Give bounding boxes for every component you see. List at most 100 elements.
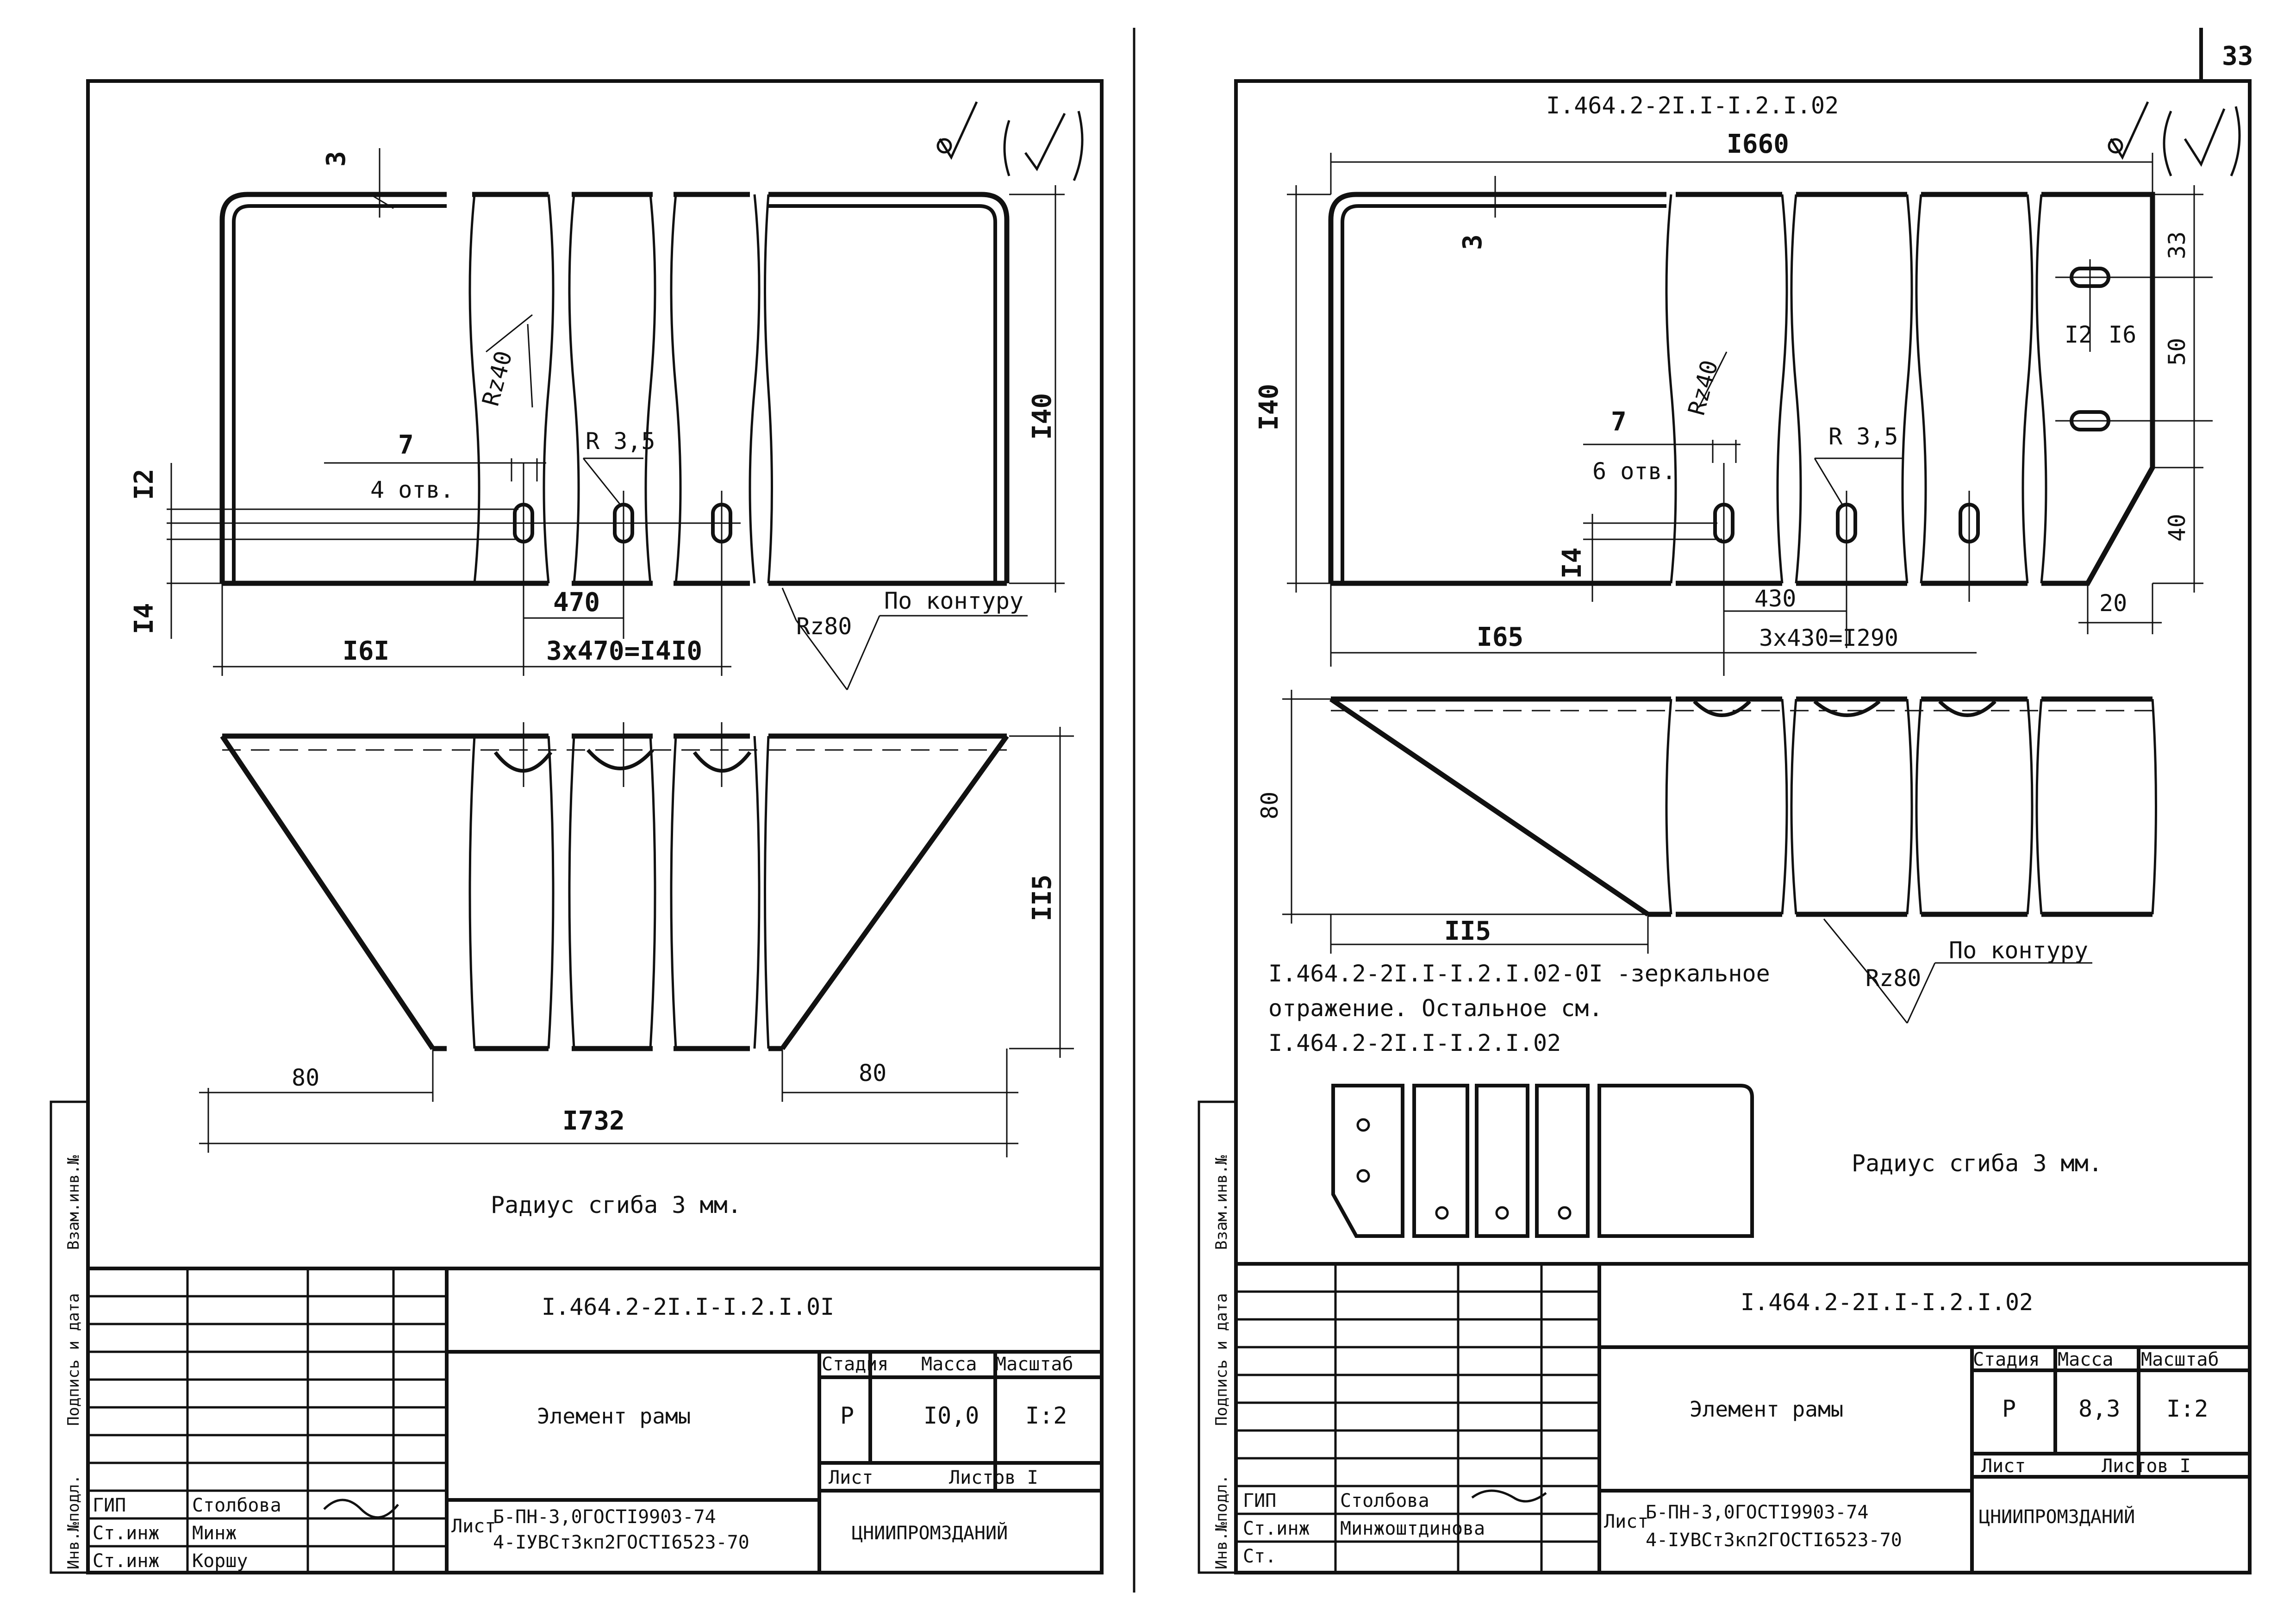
holes-count-right: 6 отв. xyxy=(1592,458,1676,485)
dim-pitch: 3х470=I4I0 xyxy=(546,636,702,666)
mirror-note-2: отражение. Остальное см. xyxy=(1268,995,1603,1022)
material-line-1-right: Б-ПН-3,0ГОСТI9903-74 xyxy=(1646,1502,1869,1523)
signature-scribble xyxy=(1471,1489,1547,1503)
bend-note: Радиус сгиба 3 мм. xyxy=(491,1192,742,1218)
material-line-2: 4-IУВСт3кп2ГОСТI6523-70 xyxy=(493,1532,749,1553)
dim-14: I4 xyxy=(129,603,159,634)
stamp-inv-right: Инв.№подл. xyxy=(1212,1474,1231,1569)
dim-80-right-elev: 80 xyxy=(1256,792,1283,819)
dim-80-right: 80 xyxy=(859,1060,886,1087)
designation-right: I.464.2-2I.I-I.2.I.02 xyxy=(1741,1289,2033,1316)
sheets-label-right: Листов I xyxy=(2102,1455,2191,1477)
person-1: Столбова xyxy=(192,1495,281,1516)
stage-value: Р xyxy=(840,1402,854,1429)
dim-height: I40 xyxy=(1027,393,1057,440)
mirror-thumbnail xyxy=(1331,1084,1754,1238)
sheets-label: Листов I xyxy=(949,1467,1038,1488)
code-top: I.464.2-2I.I-I.2.I.02 xyxy=(1546,92,1839,119)
dim-hole-diameter: 7 xyxy=(398,430,414,460)
person-1-right: Столбова xyxy=(1340,1490,1429,1512)
role-2-right: Ст.инж xyxy=(1243,1518,1310,1539)
person-2-right: Минжоштдинова xyxy=(1340,1518,1485,1539)
mirror-note-1: I.464.2-2I.I-I.2.I.02-0I -зеркальное xyxy=(1268,960,1770,987)
dim-165-right: I65 xyxy=(1477,622,1523,652)
role-2: Ст.инж xyxy=(93,1523,160,1544)
material-prefix: Лист xyxy=(451,1516,496,1537)
left-frame xyxy=(86,79,1104,1574)
radius-label-right: R 3,5 xyxy=(1828,423,1898,450)
mirror-note-3: I.464.2-2I.I-I.2.I.02 xyxy=(1268,1030,1561,1056)
dim-115: II5 xyxy=(1027,874,1057,921)
dim-115-right: II5 xyxy=(1444,916,1491,946)
left-title-block xyxy=(88,1267,1102,1573)
dim-total-right: I660 xyxy=(1727,129,1789,159)
dim-33-right: 33 xyxy=(2164,231,2190,259)
dim-thickness-right: 3 xyxy=(1458,234,1488,250)
part-name-right: Элемент рамы xyxy=(1690,1397,1843,1422)
designation: I.464.2-2I.I-I.2.I.0I xyxy=(542,1293,834,1320)
right-title-block xyxy=(1236,1262,2250,1573)
part-name: Элемент рамы xyxy=(537,1404,691,1429)
stamp-sign-right: Подпись и дата xyxy=(1212,1293,1231,1426)
sheet-label-right: Лист xyxy=(1981,1455,2026,1477)
contour-label-right: По контуру xyxy=(1949,937,2088,964)
dim-430-right: 430 xyxy=(1754,585,1796,612)
role-1: ГИП xyxy=(93,1495,126,1516)
dim-80-left: 80 xyxy=(292,1064,319,1091)
dim-161: I6I xyxy=(343,636,389,666)
right-frame xyxy=(1234,79,2252,1574)
dim-thickness: 3 xyxy=(321,151,351,167)
stamp-sign-left: Подпись и дата xyxy=(64,1293,83,1426)
right-plan-view xyxy=(1328,192,2213,676)
role-3: Ст.инж xyxy=(93,1550,160,1572)
stamp-replace-right: Взам.инв.№ xyxy=(1212,1155,1231,1250)
mass-value-right: 8,3 xyxy=(2078,1395,2120,1422)
roughness-label: Rz40 xyxy=(477,348,518,409)
material-line-2-right: 4-IУВСт3кп2ГОСТI6523-70 xyxy=(1646,1530,1902,1551)
organization: ЦНИИПРОМЗДАНИЙ xyxy=(852,1522,1008,1544)
dim-height-right: I40 xyxy=(1254,384,1284,431)
stamp-replace-left: Взам.инв.№ xyxy=(64,1155,83,1250)
side-stamp-left xyxy=(50,1100,89,1574)
side-stamp-right xyxy=(1198,1100,1237,1574)
dim-pitch-right: 3х430=I290 xyxy=(1759,625,1898,651)
stamp-inv-left: Инв.№подл. xyxy=(64,1474,83,1569)
mass-label: Масса xyxy=(921,1354,977,1375)
dim-14-right: I4 xyxy=(1557,548,1587,579)
dim-total: I732 xyxy=(562,1106,625,1136)
dim-16-right: I6 xyxy=(2109,321,2136,348)
dim-12: I2 xyxy=(129,469,159,500)
right-roughness-mark xyxy=(2108,101,2241,176)
dim-12-right: I2 xyxy=(2065,321,2092,348)
left-elevation-view xyxy=(199,722,1074,1157)
scale-value: I:2 xyxy=(1025,1402,1067,1429)
bend-note-right: Радиус сгиба 3 мм. xyxy=(1852,1150,2103,1177)
person-3: Коршу xyxy=(192,1550,248,1572)
dim-hole-diameter-right: 7 xyxy=(1611,407,1627,437)
contour-label: По контуру xyxy=(884,587,1023,614)
left-plan-view xyxy=(167,192,1010,676)
dim-50-right: 50 xyxy=(2164,338,2190,366)
material-line-1: Б-ПН-3,0ГОСТI9903-74 xyxy=(493,1506,716,1528)
roughness-80-label: Rz80 xyxy=(796,613,852,640)
mass-value: I0,0 xyxy=(923,1402,979,1429)
person-2: Минж xyxy=(192,1523,237,1544)
role-1-right: ГИП xyxy=(1243,1490,1276,1512)
scale-value-right: I:2 xyxy=(2166,1395,2208,1422)
material-prefix-right: Лист xyxy=(1604,1511,1648,1532)
right-dimensions xyxy=(1287,153,2203,667)
stage-value-right: Р xyxy=(2002,1395,2016,1422)
stage-label: Стадия xyxy=(822,1354,889,1375)
radius-label: R 3,5 xyxy=(586,428,655,455)
dim-20-right: 20 xyxy=(2099,590,2127,617)
right-sheet xyxy=(1234,28,2252,1574)
scale-label: Масштаб xyxy=(995,1354,1073,1375)
dim-40-right: 40 xyxy=(2164,514,2190,542)
left-dimensions xyxy=(167,148,1065,690)
left-roughness-mark xyxy=(936,101,1084,181)
page-number: 33 xyxy=(2222,41,2253,71)
sheet-label: Лист xyxy=(829,1467,873,1488)
left-sheet xyxy=(86,79,1104,1574)
roughness-label-right: Rz40 xyxy=(1683,357,1723,418)
